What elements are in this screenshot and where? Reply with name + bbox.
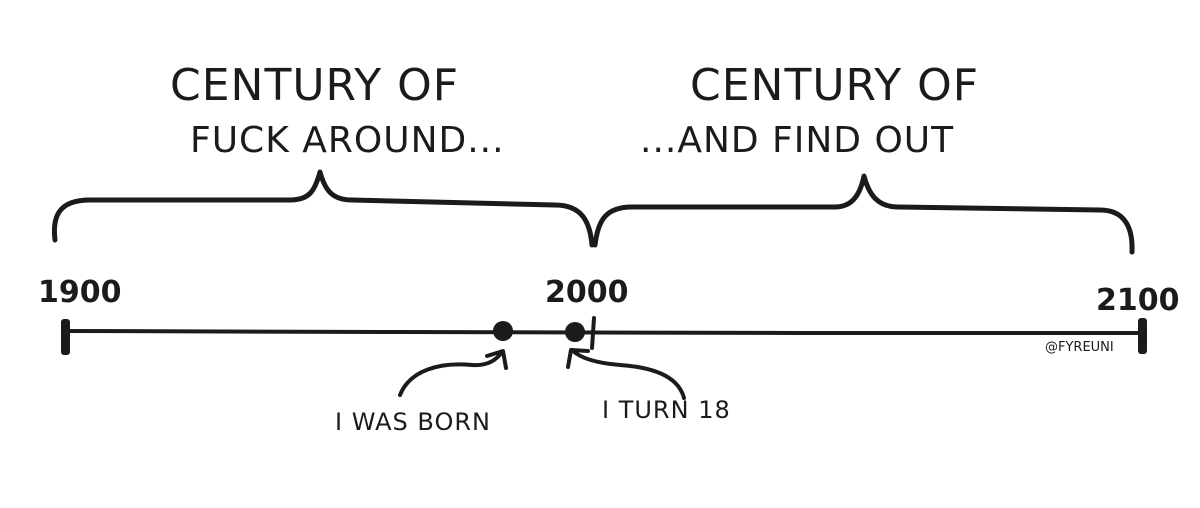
year-label-middle: 2000 <box>545 275 629 310</box>
arrow-born <box>398 349 508 397</box>
event-dot-born <box>493 321 513 341</box>
tick-middle <box>590 316 596 350</box>
right-heading-line2: ...AND FIND OUT <box>640 120 954 161</box>
year-label-end: 2100 <box>1096 283 1180 318</box>
timeline-axis <box>64 329 1145 335</box>
artist-credit: @FYREUNI <box>1045 340 1114 355</box>
event-dot-turn18 <box>565 322 585 342</box>
year-label-start: 1900 <box>38 275 122 310</box>
tick-start <box>61 319 70 355</box>
tick-end <box>1138 318 1147 354</box>
left-heading-line1: CENTURY OF <box>170 60 459 111</box>
event-label-born: I WAS BORN <box>335 408 491 436</box>
right-curly-brace <box>592 173 1135 255</box>
right-heading-line1: CENTURY OF <box>690 60 979 111</box>
arrow-turn18 <box>566 348 686 400</box>
left-heading-line2: FUCK AROUND... <box>190 120 505 161</box>
left-curly-brace <box>51 169 595 248</box>
event-label-turn18: I TURN 18 <box>602 396 731 424</box>
